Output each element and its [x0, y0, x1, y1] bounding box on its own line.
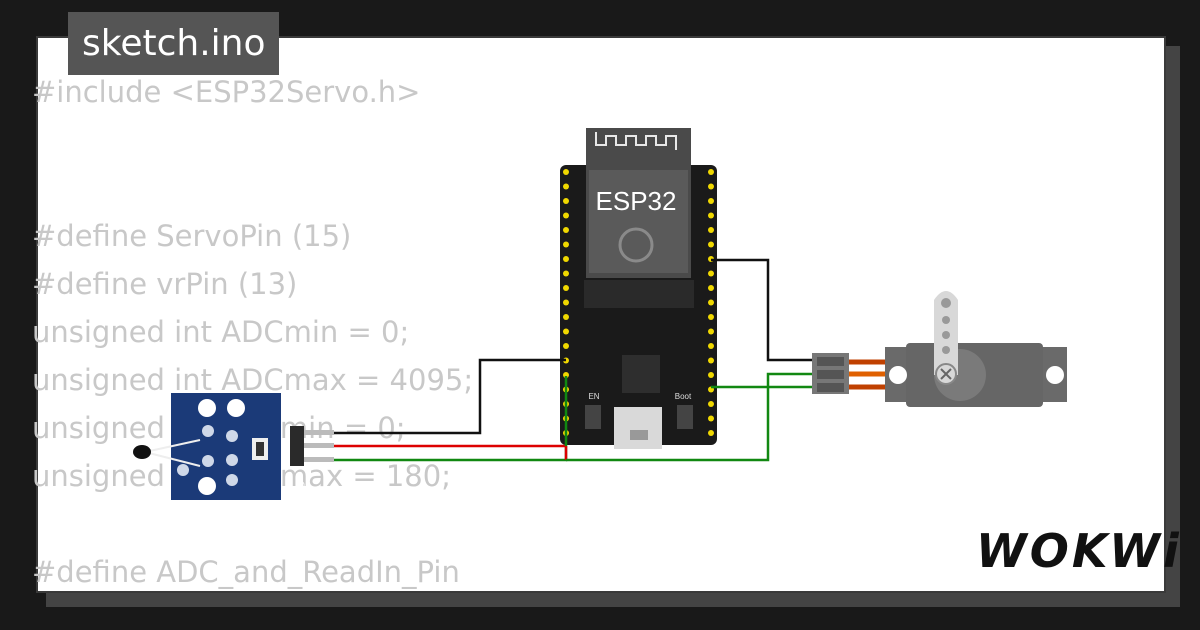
wire-servo-gnd-black	[711, 258, 814, 362]
sensor-signal-label: S	[293, 481, 307, 489]
header-pin[interactable]	[708, 198, 714, 204]
header-pin[interactable]	[563, 372, 569, 378]
code-preview: #include <ESP32Servo.h> #define ServoPin …	[32, 68, 473, 596]
code-line: #define vrPin (13)	[32, 267, 298, 301]
header-pin[interactable]	[563, 169, 569, 175]
sensor-minus-label: -	[294, 399, 299, 415]
sketch-tab[interactable]: sketch.ino	[68, 12, 280, 75]
code-line: #define ADC_and_ReadIn_Pin	[32, 555, 460, 589]
esp32-pins-left[interactable]	[563, 169, 569, 436]
header-pin[interactable]	[708, 285, 714, 291]
header-pin[interactable]	[563, 212, 569, 219]
header-pin[interactable]	[708, 328, 714, 335]
esp32-pins-right[interactable]	[708, 169, 714, 436]
header-pin[interactable]	[708, 183, 714, 190]
header-pin[interactable]	[708, 357, 714, 364]
header-pin[interactable]	[708, 241, 714, 248]
code-line: #define ServoPin (15)	[32, 219, 352, 253]
wires[interactable]	[330, 258, 814, 462]
header-pin[interactable]	[708, 270, 714, 277]
wire-gnd-black	[330, 358, 566, 435]
esp32-label: ESP32	[596, 186, 677, 216]
header-pin[interactable]	[563, 328, 569, 335]
header-pin[interactable]	[563, 270, 569, 277]
header-pin[interactable]	[708, 169, 714, 175]
servo-motor[interactable]	[812, 291, 1067, 407]
header-pin[interactable]	[563, 227, 569, 233]
header-pin[interactable]	[563, 343, 569, 349]
header-pin[interactable]	[563, 299, 569, 306]
header-pin[interactable]	[563, 241, 569, 248]
wokwi-logo: WOKWi	[976, 524, 1182, 578]
header-pin[interactable]	[563, 285, 569, 291]
header-pin[interactable]	[563, 183, 569, 190]
espressif-logo-icon	[618, 227, 654, 263]
code-line: unsigned int ADCmin = 0;	[32, 315, 410, 349]
header-pin[interactable]	[563, 256, 569, 262]
header-pin[interactable]	[708, 227, 714, 233]
en-button-label: EN	[588, 392, 599, 401]
header-pin[interactable]	[563, 314, 569, 320]
header-pin[interactable]	[708, 372, 714, 378]
header-pin[interactable]	[708, 314, 714, 320]
header-pin[interactable]	[563, 198, 569, 204]
code-line: #include <ESP32Servo.h>	[32, 75, 421, 109]
header-pin[interactable]	[708, 401, 714, 407]
header-pin[interactable]	[708, 430, 714, 436]
wire-servo-vcc-green	[566, 372, 814, 462]
header-pin[interactable]	[708, 299, 714, 306]
temperature-sensor-module[interactable]: S -	[133, 393, 334, 500]
code-line: unsigned int ADCmax = 4095;	[32, 363, 474, 397]
header-pin[interactable]	[708, 415, 714, 422]
boot-button-label: Boot	[675, 392, 692, 401]
wire-signal-green	[330, 376, 568, 462]
thermistor-icon	[133, 445, 151, 459]
esp32-board[interactable]: ESP32 EN Boot	[560, 128, 717, 449]
header-pin[interactable]	[708, 212, 714, 219]
header-pin[interactable]	[708, 343, 714, 349]
